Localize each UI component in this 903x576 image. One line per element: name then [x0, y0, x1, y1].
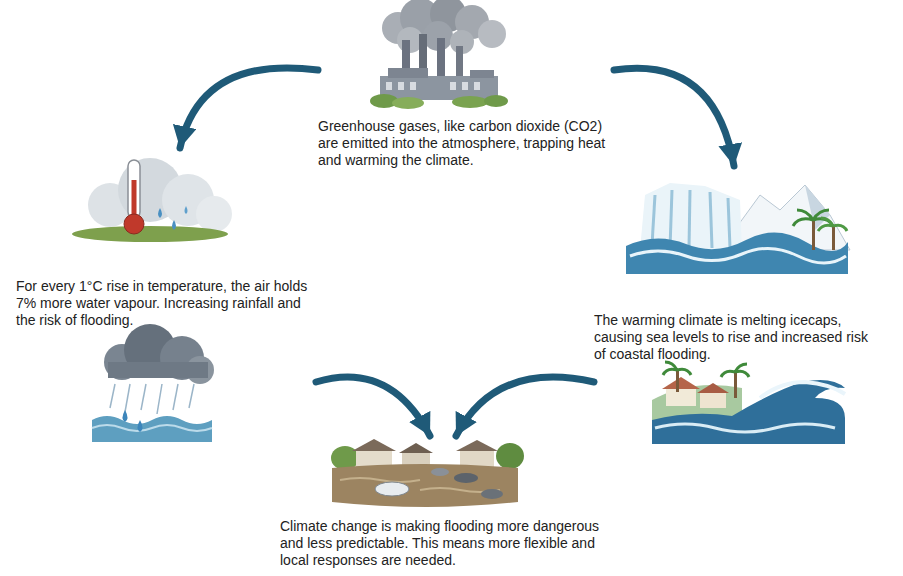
step-text: Greenhouse gases, like carbon dioxide (C…	[318, 118, 614, 169]
curved-arrow	[456, 377, 594, 436]
thermometer-illustration	[72, 158, 232, 242]
melting-ice-illustration	[626, 183, 850, 274]
coastal-flood-illustration	[652, 362, 845, 444]
factory-illustration	[370, 0, 508, 109]
step-group: The warming climate is melting icecaps, …	[594, 166, 880, 450]
step-group: Climate change is making flooding more d…	[280, 436, 606, 572]
step-text: For every 1°C rise in temperature, the a…	[16, 278, 316, 329]
step-group: For every 1°C rise in temperature, the a…	[16, 148, 316, 443]
step-text: Climate change is making flooding more d…	[280, 518, 606, 569]
curved-arrow	[180, 68, 318, 148]
step-text: The warming climate is melting icecaps, …	[594, 312, 880, 363]
rain-cloud-illustration	[92, 324, 214, 442]
curved-arrow	[316, 377, 430, 436]
step-group: Greenhouse gases, like carbon dioxide (C…	[318, 2, 614, 172]
flooded-street-illustration	[331, 439, 524, 507]
curved-arrow	[614, 68, 734, 166]
